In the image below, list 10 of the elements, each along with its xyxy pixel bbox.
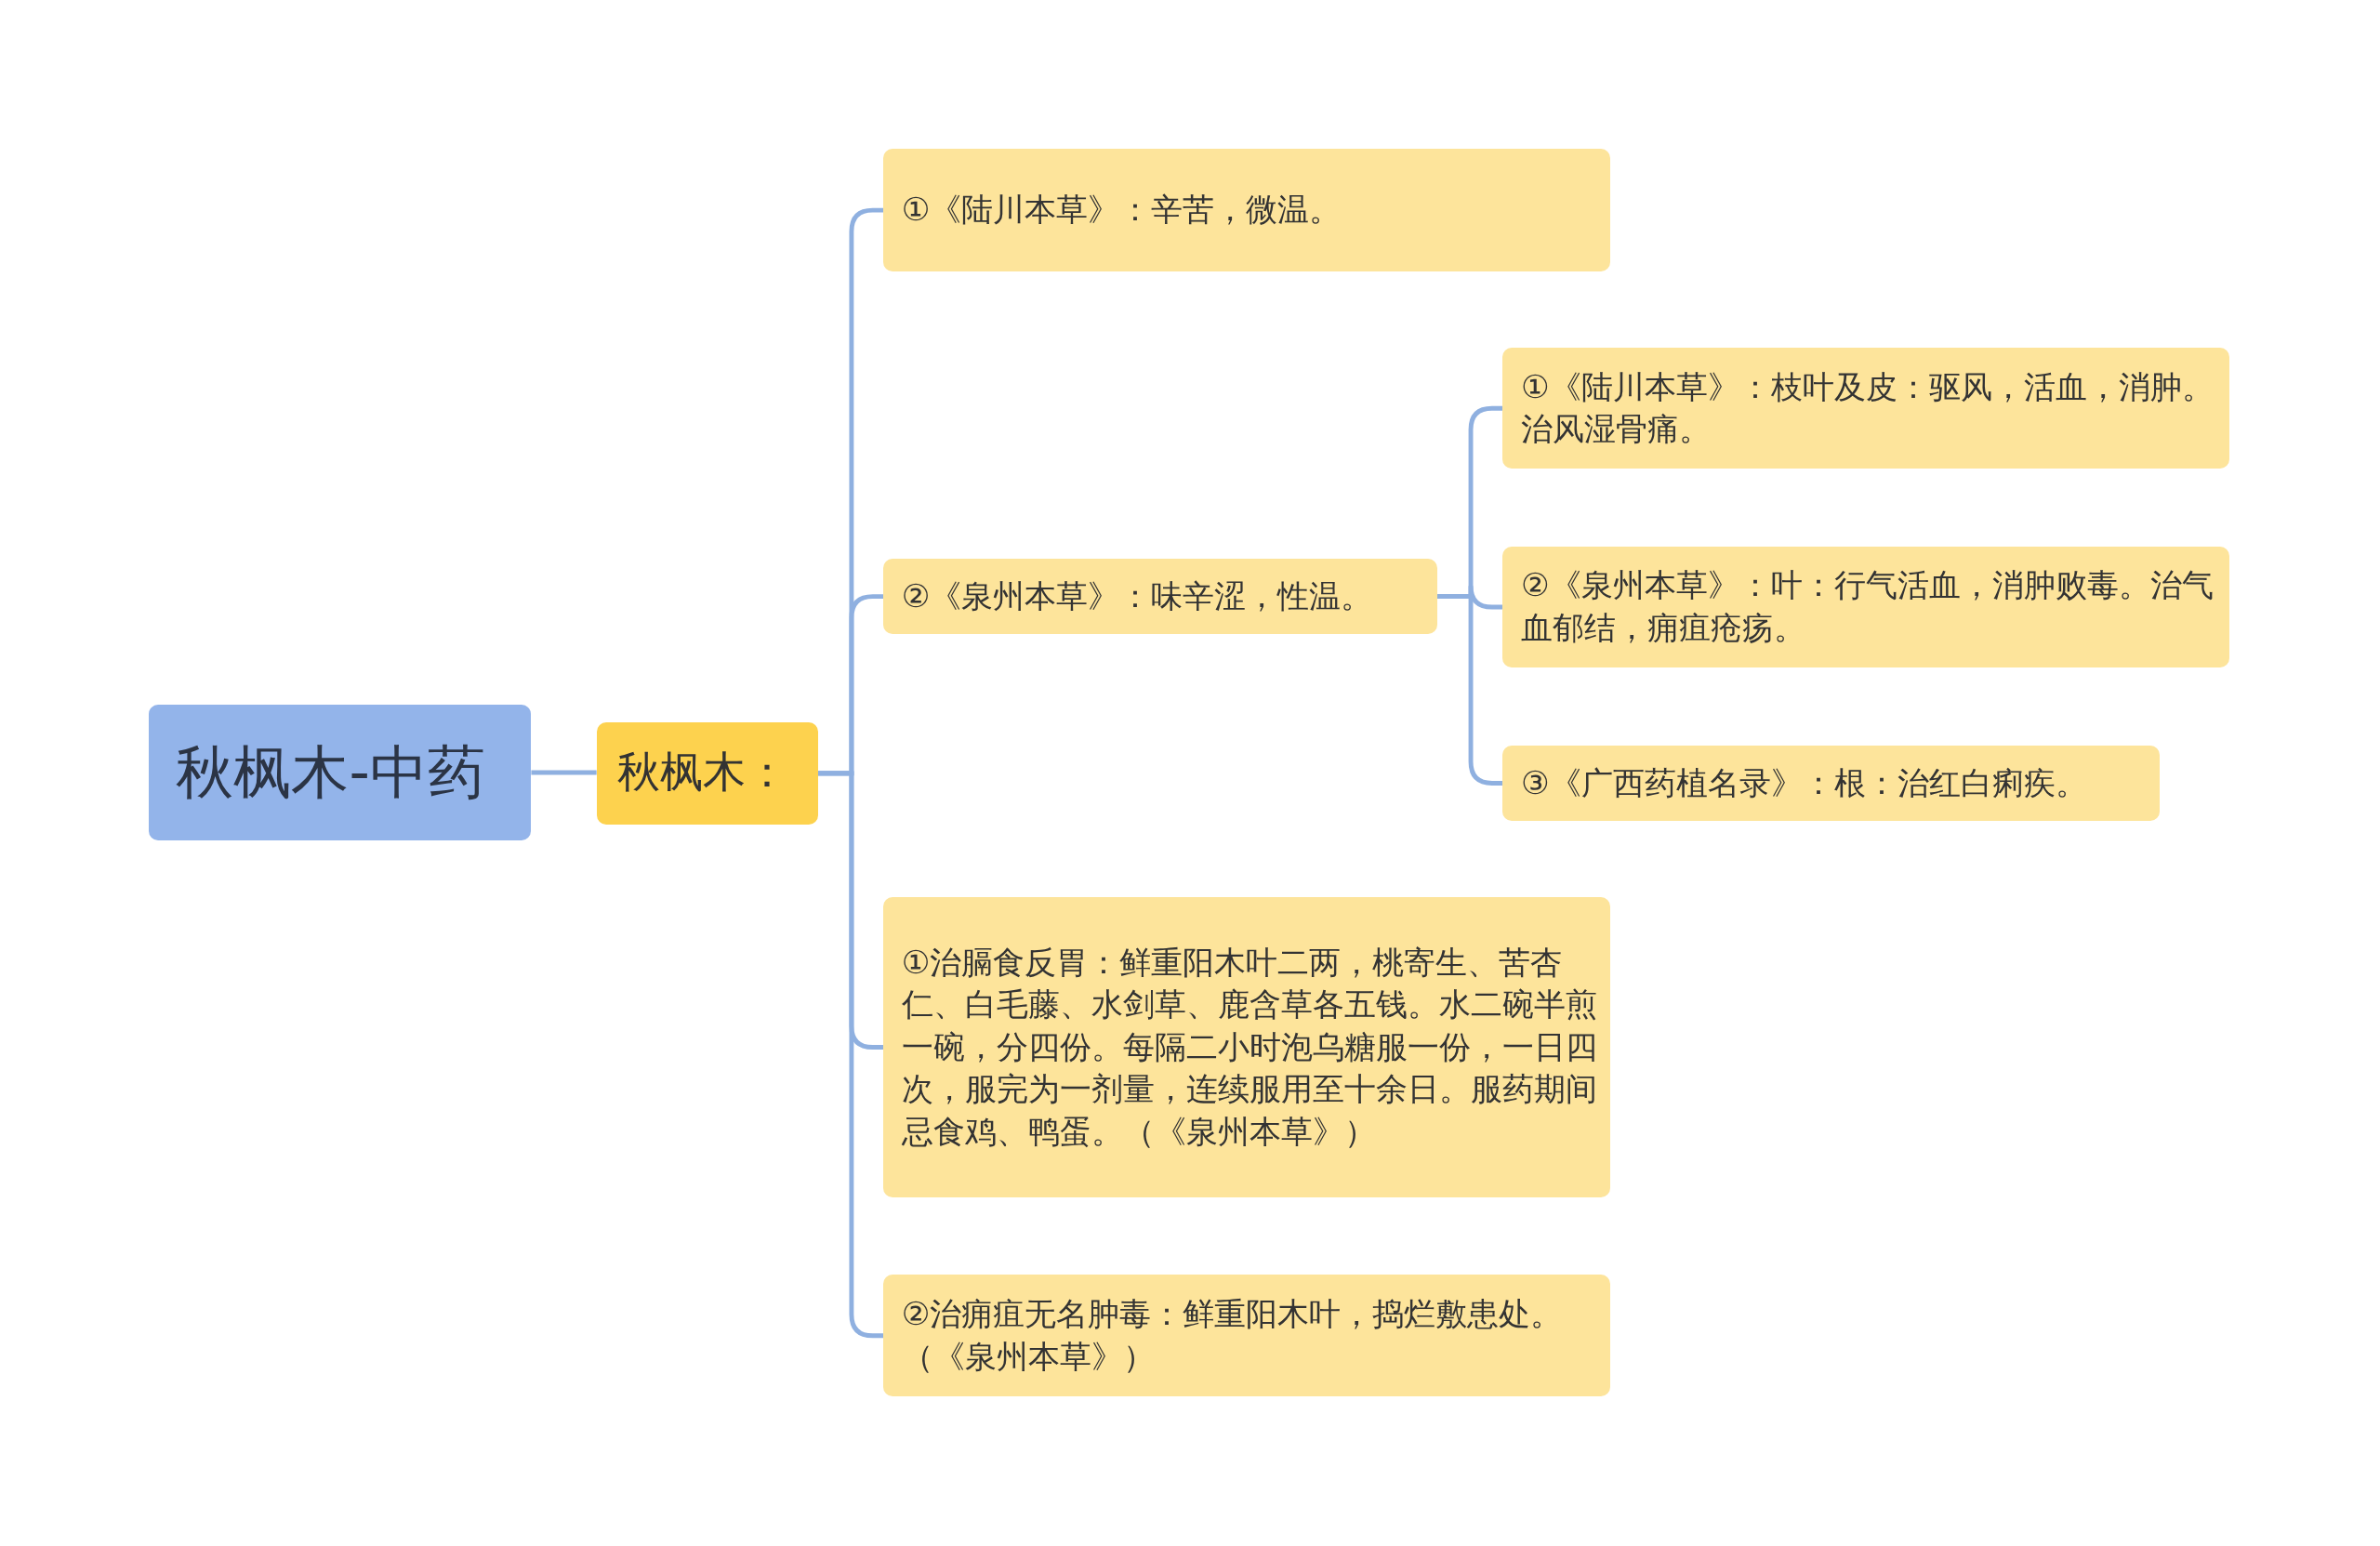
central-topic-box: 秋枫木-中药 xyxy=(149,704,532,841)
detail-box: ②《泉州本草》：味辛涩，性温。 xyxy=(883,558,1438,635)
detail-box: ①《陆川本草》：枝叶及皮：驱风，活血，消肿。治风湿骨痛。 xyxy=(1502,347,2230,469)
detail-box: ①治膈食反胃：鲜重阳木叶二两，桃寄生、苦杏仁、白毛藤、水剑草、鹿含草各五钱。水二碗半煎一碗，分四份。每隔二小时泡乌糖服一份，一日四次，服完为一剂量，连续服用至十余日。服药期间忌食鸡、鸭蛋。（《泉州本草》） xyxy=(883,896,1611,1198)
detail-box: ①《陆川本草》：辛苦，微温。 xyxy=(883,149,1611,272)
connector-line xyxy=(531,770,597,775)
detail-box: ③《广西药植名录》：根：治红白痢疾。 xyxy=(1502,745,2161,822)
detail-box: ②《泉州本草》：叶：行气活血，消肿败毒。治气血郁结，痈疽疮疡。 xyxy=(1502,546,2230,668)
branch-box: 秋枫木： xyxy=(596,722,818,825)
detail-box: ②治痈疽无名肿毒：鲜重阳木叶，捣烂敷患处。（《泉州本草》） xyxy=(883,1275,1611,1397)
